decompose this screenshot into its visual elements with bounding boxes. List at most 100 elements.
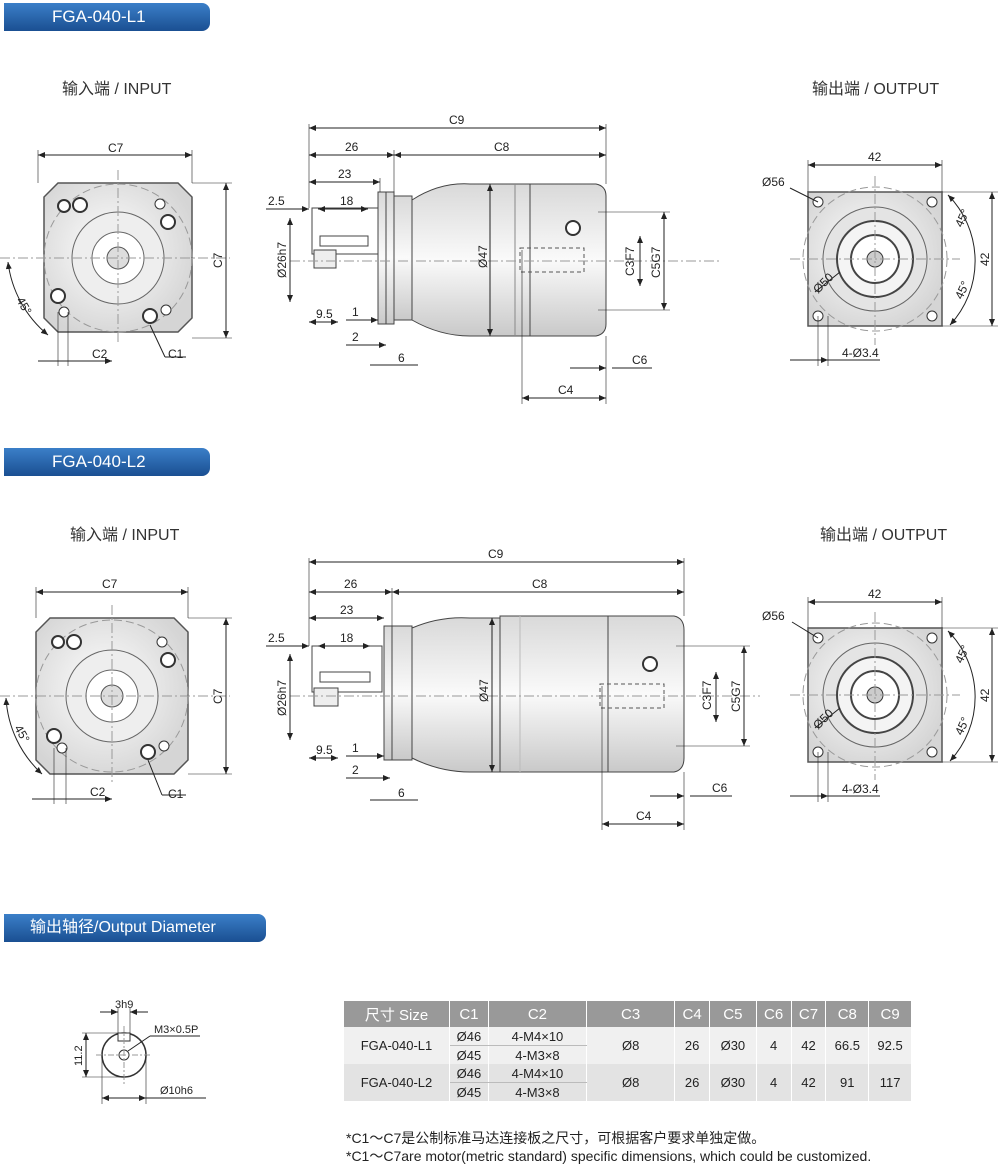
- dim-holes-l2: 4-Ø3.4: [842, 782, 879, 796]
- dim-2-5-l1: 2.5: [268, 194, 285, 208]
- table-header: C3: [586, 1001, 676, 1027]
- dim-c2-l2: C2: [90, 785, 106, 799]
- dim-angle-l2: 45°: [11, 723, 32, 746]
- table-cell: Ø46: [449, 1064, 489, 1083]
- dim-c7-h-l2: C7: [102, 577, 118, 591]
- dim-26-l1: 26: [345, 140, 359, 154]
- table-header: C8: [825, 1001, 870, 1027]
- side-view-l2: C9 26 C8 23 18 2.5 Ø26h7 9.5 1 2 6 Ø47 C…: [266, 547, 760, 830]
- table-cell: Ø30: [709, 1027, 757, 1064]
- dim-angle-a-l1: 45°: [952, 207, 972, 230]
- dim-c7-h-l1: C7: [108, 141, 124, 155]
- dim-2-l1: 2: [352, 330, 359, 344]
- dim-c7-v-l1: C7: [211, 252, 225, 268]
- dim-23-l1: 23: [338, 167, 352, 181]
- dim-phi47-l2: Ø47: [477, 679, 491, 702]
- table-row: Ø45 4-M3×8: [344, 1045, 912, 1064]
- output-view-label-l1: 输出端 / OUTPUT: [812, 81, 940, 98]
- table-cell-size: FGA-040-L2: [344, 1064, 451, 1101]
- shaft-diameter-label: Ø10h6: [160, 1085, 193, 1097]
- input-view-label-l1: 输入端 / INPUT: [62, 81, 172, 98]
- table-cell: 4-M3×8: [488, 1045, 588, 1064]
- table-cell-size: FGA-040-L1: [344, 1027, 451, 1064]
- dim-18-l2: 18: [340, 631, 354, 645]
- dim-c5g7-l2: C5G7: [729, 680, 743, 712]
- output-flange-view-l1: 42 42 45° 45° Ø56 Ø50 4-Ø3.4: [762, 150, 998, 366]
- table-cell: 42: [791, 1027, 827, 1064]
- drawing-l1: C7 C7 45° C2 C1 C9: [0, 113, 998, 404]
- dim-42-v-l2: 42: [978, 688, 992, 702]
- shaft-key-label: 3h9: [115, 999, 133, 1011]
- input-flange-view-l1: C7 C7 45° C2 C1: [0, 141, 232, 366]
- dim-2-5-l2: 2.5: [268, 631, 285, 645]
- dim-angle-b-l2: 45°: [952, 715, 972, 738]
- dim-c8-l2: C8: [532, 577, 548, 591]
- table-header: C4: [674, 1001, 711, 1027]
- dim-phi47-l1: Ø47: [476, 245, 490, 268]
- table-cell: Ø8: [586, 1027, 676, 1064]
- dim-42-v-l1: 42: [978, 252, 992, 266]
- dim-c4-l2: C4: [636, 809, 652, 823]
- dim-9-5-l2: 9.5: [316, 743, 333, 757]
- table-row: FGA-040-L2 Ø46 4-M4×10 Ø8 26 Ø30 4 42 91…: [344, 1064, 912, 1101]
- table-cell: 4-M4×10: [488, 1027, 588, 1046]
- dim-holes-l1: 4-Ø3.4: [842, 346, 879, 360]
- table-cell: 4: [756, 1064, 792, 1101]
- dim-c4-l1: C4: [558, 383, 574, 397]
- table-header: C2: [488, 1001, 588, 1027]
- section-title-l1: FGA-040-L1: [4, 3, 210, 31]
- table-header: 尺寸 Size: [344, 1001, 451, 1027]
- shaft-thread-label: M3×0.5P: [154, 1024, 198, 1036]
- dim-6-l2: 6: [398, 786, 405, 800]
- table-header: C1: [449, 1001, 489, 1027]
- dim-c9-l1: C9: [449, 113, 465, 127]
- table-cell: Ø8: [586, 1064, 676, 1101]
- table-cell: 117: [868, 1064, 912, 1101]
- dim-c1-l1: C1: [168, 347, 184, 361]
- table-cell: 26: [674, 1064, 711, 1101]
- dim-c6-l1: C6: [632, 353, 648, 367]
- table-row: Ø45 4-M3×8: [344, 1082, 912, 1101]
- dim-c2-l1: C2: [92, 347, 108, 361]
- output-flange-view-l2: 42 42 45° 45° Ø56 Ø50 4-Ø3.4: [762, 587, 998, 802]
- section-title-output-diameter: 输出轴径/Output Diameter: [4, 914, 266, 942]
- dim-phi56-l1: Ø56: [762, 175, 785, 189]
- dim-26-l2: 26: [344, 577, 358, 591]
- table-header: C5: [709, 1001, 757, 1027]
- table-cell: 4-M4×10: [488, 1064, 588, 1083]
- table-header: C9: [868, 1001, 912, 1027]
- table-header: C6: [756, 1001, 792, 1027]
- dim-42-h-l2: 42: [868, 587, 882, 601]
- output-shaft-drawing: 3h9 M3×0.5P 11.2 Ø10h6: [73, 999, 206, 1104]
- side-view-l1: C9 26 C8 23 18 2.5 Ø26h7 9.5 1 2 6 Ø47 C…: [266, 113, 720, 404]
- output-view-label-l2: 输出端 / OUTPUT: [820, 527, 948, 544]
- table-header-row: 尺寸 Size C1 C2 C3 C4 C5 C6 C7 C8 C9: [344, 1001, 912, 1027]
- dimension-table: 尺寸 Size C1 C2 C3 C4 C5 C6 C7 C8 C9 FGA-0…: [344, 1001, 912, 1101]
- dim-c6-l2: C6: [712, 781, 728, 795]
- dim-phi56-l2: Ø56: [762, 609, 785, 623]
- table-cell: 4: [756, 1027, 792, 1064]
- table-cell: Ø45: [449, 1082, 489, 1101]
- section-title-l2: FGA-040-L2: [4, 448, 210, 476]
- table-cell: 26: [674, 1027, 711, 1064]
- dim-c3f7-l2: C3F7: [700, 680, 714, 710]
- dim-42-h-l1: 42: [868, 150, 882, 164]
- dim-1-l1: 1: [352, 305, 359, 319]
- dim-angle-l1: 45°: [13, 295, 34, 318]
- dim-c8-l1: C8: [494, 140, 510, 154]
- dim-angle-a-l2: 45°: [952, 643, 972, 666]
- dim-2-l2: 2: [352, 763, 359, 777]
- dim-c5g7-l1: C5G7: [649, 246, 663, 278]
- input-view-label-l2: 输入端 / INPUT: [70, 527, 180, 544]
- table-cell: 4-M3×8: [488, 1082, 588, 1101]
- note-english: *C1～C7are motor(metric standard) specifi…: [346, 1148, 872, 1164]
- drawing-l2: C7 C7 45° C2 C1 C9 26: [0, 547, 998, 830]
- table-cell: 91: [825, 1064, 870, 1101]
- dim-9-5-l1: 9.5: [316, 307, 333, 321]
- note-chinese: *C1～C7是公制标准马达连接板之尺寸，可根据客户要求单独定做。: [346, 1130, 766, 1146]
- table-header: C7: [791, 1001, 827, 1027]
- table-cell: 42: [791, 1064, 827, 1101]
- input-flange-view-l2: C7 C7 45° C2 C1: [0, 577, 232, 804]
- table-cell: 92.5: [868, 1027, 912, 1064]
- dim-c1-l2: C1: [168, 787, 184, 801]
